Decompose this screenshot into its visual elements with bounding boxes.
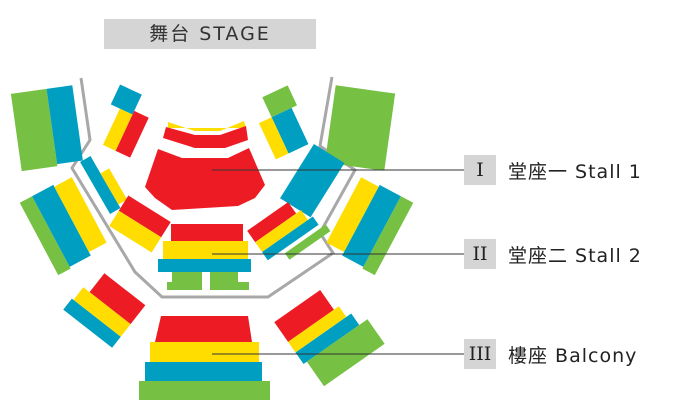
section-left-box-top	[102, 84, 149, 158]
stall1-front-yellow	[168, 121, 246, 131]
section-far-left-mid	[19, 177, 107, 276]
legend-numeral: II	[464, 239, 496, 269]
balcony-green	[139, 381, 270, 400]
stall2-green	[167, 272, 202, 290]
balcony-yellow	[150, 342, 259, 362]
section-right-box-mid	[280, 143, 345, 218]
section-far-left-top	[10, 85, 83, 172]
stall1-front-red	[163, 126, 248, 148]
legend-balcony: III 樓座 Balcony	[464, 339, 637, 369]
legend-numeral: I	[464, 155, 496, 185]
section-left-stall2	[109, 195, 171, 253]
section-balcony-right	[274, 290, 385, 387]
legend-label: 樓座 Balcony	[508, 344, 638, 367]
stage-label: 舞台 STAGE	[104, 19, 316, 49]
section-left-box-mid	[80, 156, 128, 214]
legend-label: 堂座一 Stall 1	[508, 160, 642, 183]
section-far-right-top	[324, 85, 396, 171]
section-right-box-top	[258, 85, 309, 160]
stall2-yellow	[163, 241, 248, 259]
section-balcony-left	[63, 273, 146, 348]
legend-stall2: II 堂座二 Stall 2	[464, 239, 642, 269]
stall2-blue	[158, 259, 251, 272]
balcony-red	[155, 316, 252, 342]
stall2-red	[171, 224, 243, 241]
balcony-blue	[145, 362, 262, 381]
legend-stall1: I 堂座一 Stall 1	[464, 155, 642, 185]
legend-numeral: III	[464, 339, 496, 369]
stall2-green-right	[210, 272, 249, 290]
stall1-main-red	[145, 148, 265, 210]
section-right-stall2	[247, 202, 331, 261]
legend-label: 堂座二 Stall 2	[508, 244, 642, 267]
section-far-right-mid	[326, 177, 414, 276]
